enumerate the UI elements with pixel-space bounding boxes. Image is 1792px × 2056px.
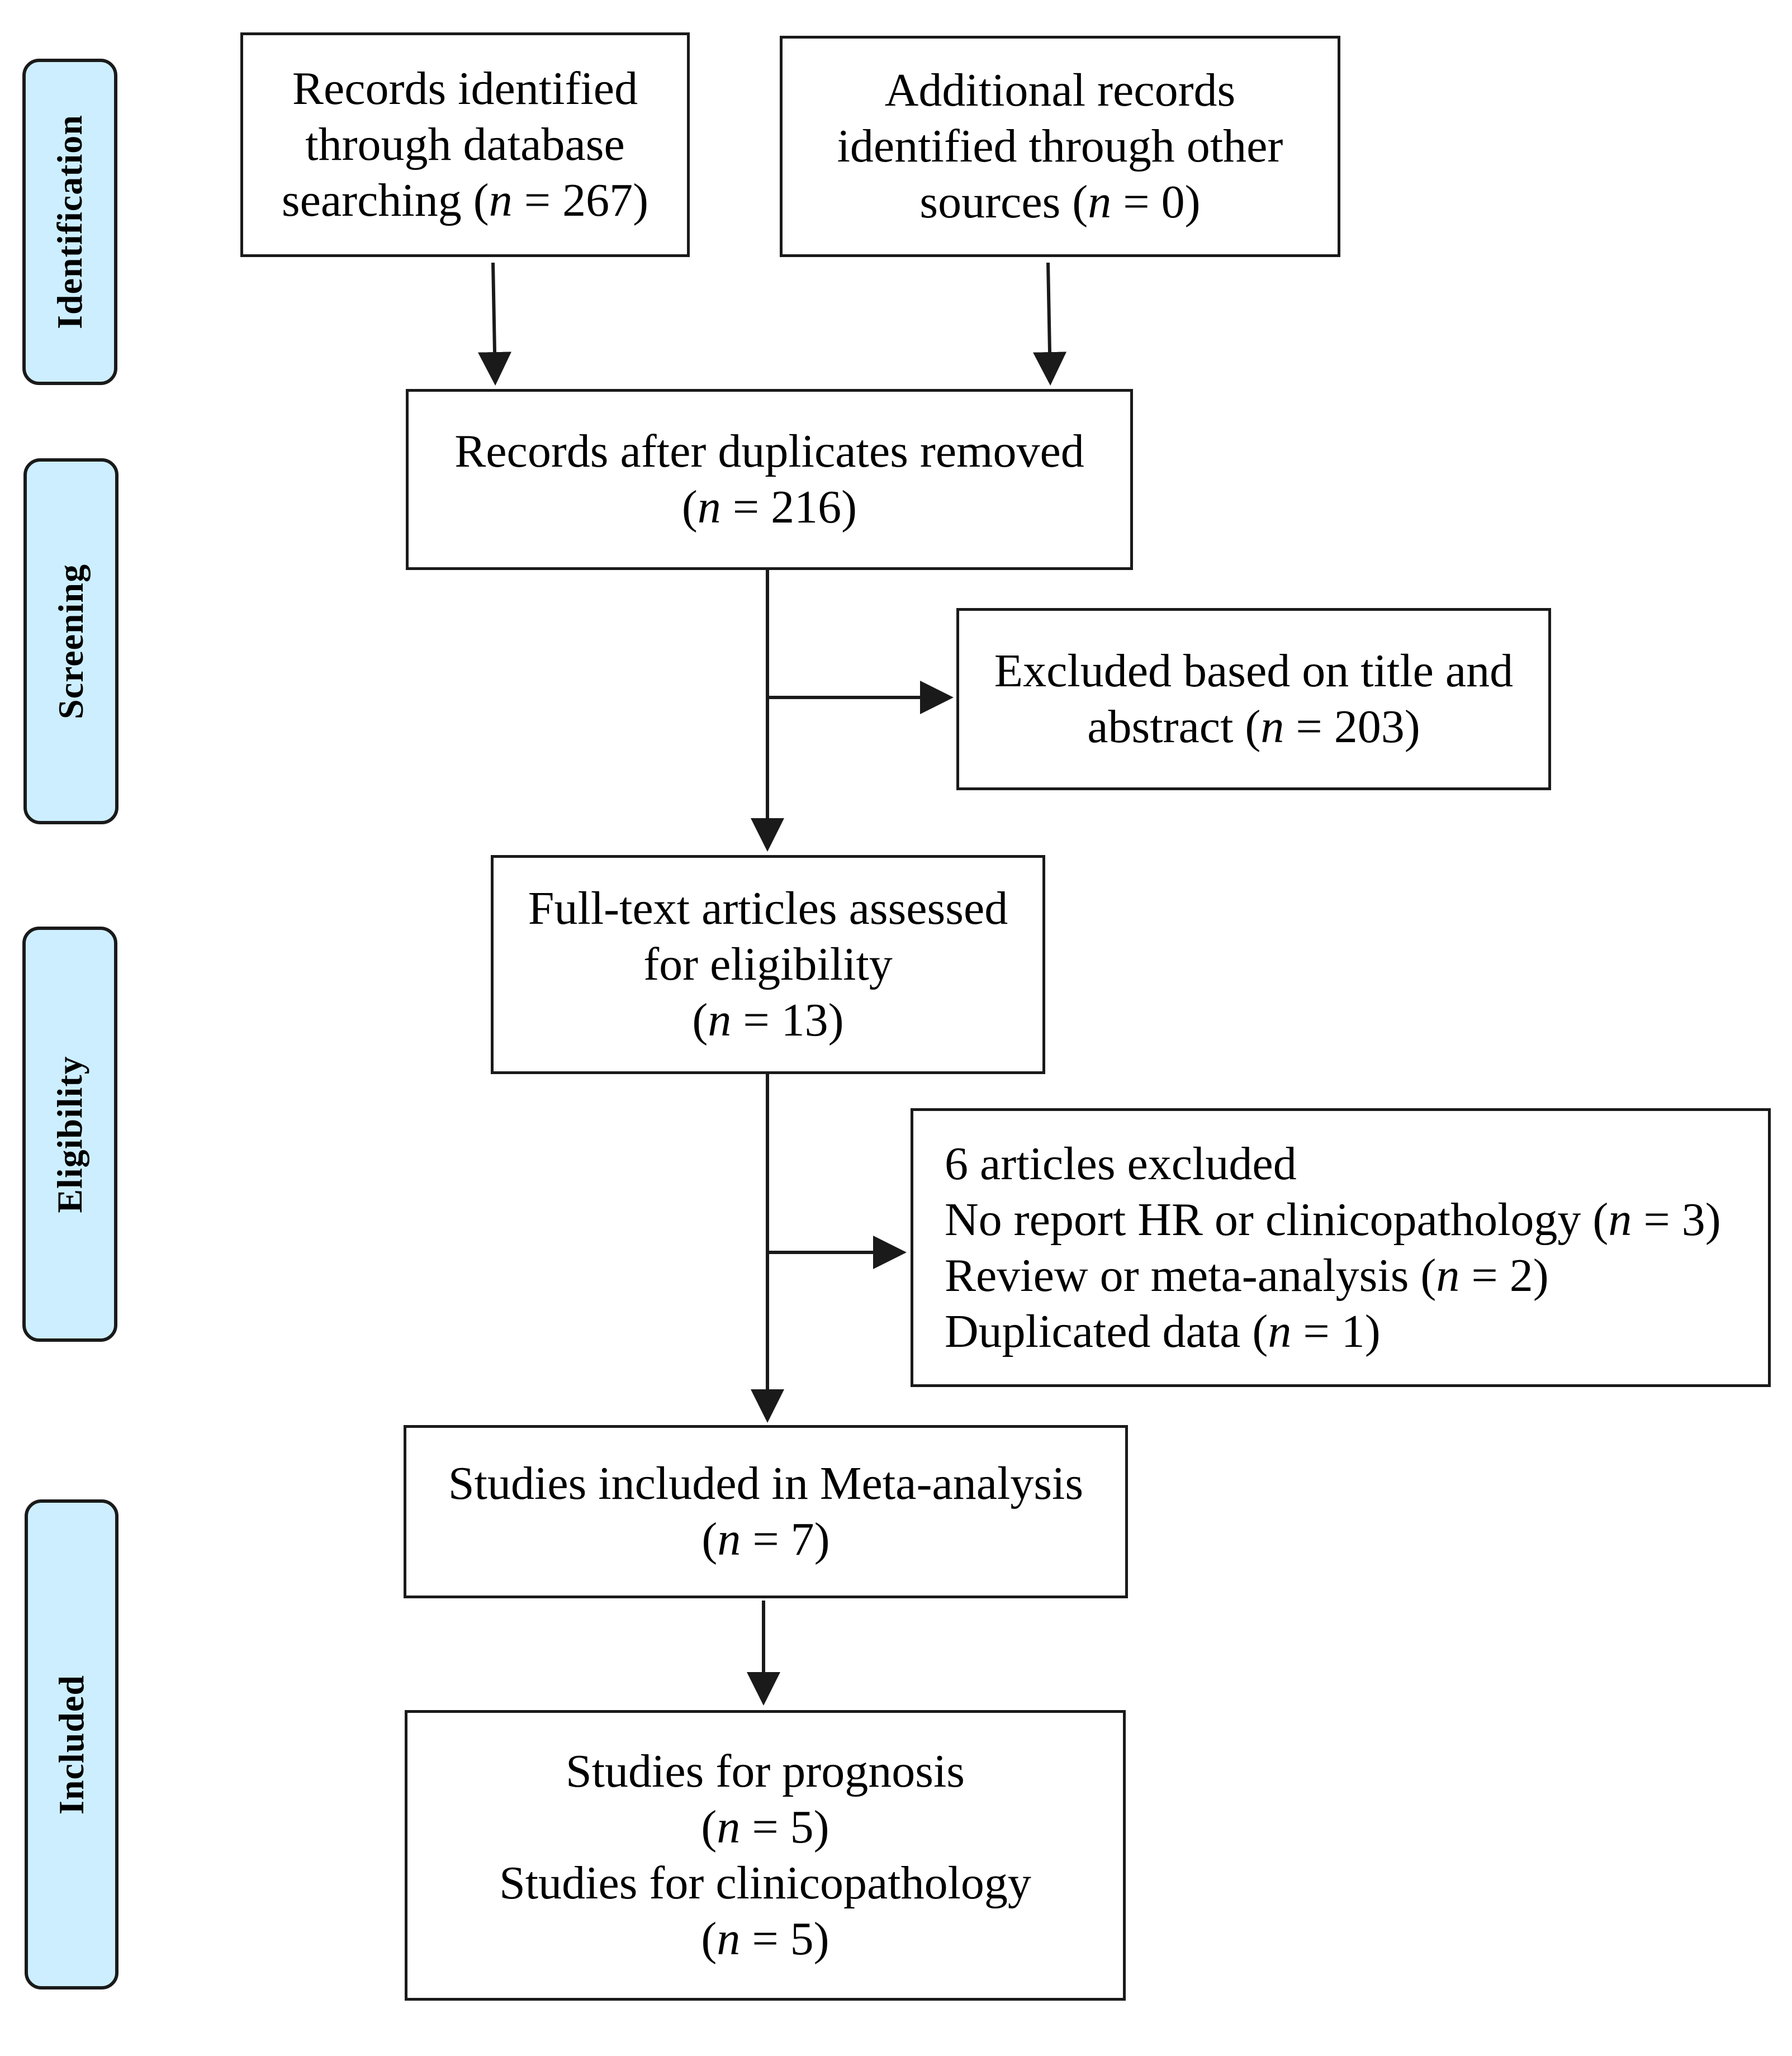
stage-eligibility-label: Eligibility [50, 1055, 89, 1213]
database-records-line3: searching (n = 267) [281, 174, 649, 226]
database-records-line1: Records identified [292, 63, 638, 115]
duplicates-removed-line1: Records after duplicates removed [454, 425, 1084, 477]
other-records-line3: sources (n = 0) [919, 176, 1201, 228]
arrow-other-to-duplicates [1032, 262, 1066, 386]
full-text-line2: for eligibility [643, 938, 893, 990]
studies-included-line1: Studies included in Meta-analysis [448, 1457, 1084, 1509]
stage-identification: Identification [22, 59, 117, 385]
box-duplicates-removed: Records after duplicates removed (n = 21… [406, 389, 1133, 570]
box-studies-final: Studies for prognosis (n = 5) Studies fo… [405, 1710, 1126, 2001]
studies-final-line1: Studies for prognosis [566, 1745, 965, 1797]
stage-included-label: Included [51, 1674, 91, 1815]
box-excluded-title-abstract: Excluded based on title and abstract (n … [956, 608, 1551, 790]
stage-identification-label: Identification [50, 115, 89, 329]
studies-final-line4: (n = 5) [701, 1913, 829, 1965]
full-text-line3: (n = 13) [692, 994, 844, 1046]
box-studies-included: Studies included in Meta-analysis (n = 7… [404, 1425, 1128, 1598]
stage-eligibility: Eligibility [22, 927, 117, 1342]
excluded-title-line2: abstract (n = 203) [1087, 701, 1420, 753]
other-records-line2: identified through other [837, 120, 1283, 172]
stage-screening-label: Screening [51, 563, 91, 719]
studies-included-line2: (n = 7) [701, 1513, 830, 1565]
stage-included: Included [25, 1499, 118, 1989]
box-full-text-assessed: Full-text articles assessed for eligibil… [491, 855, 1045, 1074]
duplicates-removed-line2: (n = 216) [681, 481, 857, 533]
articles-excluded-line2: No report HR or clinicopathology (n = 3) [945, 1193, 1721, 1246]
studies-final-line2: (n = 5) [701, 1801, 829, 1853]
arrow-database-to-duplicates [477, 262, 511, 386]
stage-screening: Screening [23, 458, 118, 824]
box-database-records: Records identified through database sear… [240, 32, 690, 257]
articles-excluded-line4: Duplicated data (n = 1) [945, 1305, 1381, 1357]
full-text-line1: Full-text articles assessed [528, 882, 1008, 934]
box-other-records: Additional records identified through ot… [780, 36, 1340, 257]
studies-final-line3: Studies for clinicopathology [499, 1857, 1031, 1909]
database-records-line2: through database [305, 118, 625, 170]
articles-excluded-line3: Review or meta-analysis (n = 2) [945, 1249, 1549, 1302]
box-articles-excluded: 6 articles excluded No report HR or clin… [911, 1108, 1771, 1387]
articles-excluded-line1: 6 articles excluded [945, 1137, 1297, 1190]
other-records-line1: Additional records [884, 64, 1236, 116]
excluded-title-line1: Excluded based on title and [994, 645, 1514, 697]
